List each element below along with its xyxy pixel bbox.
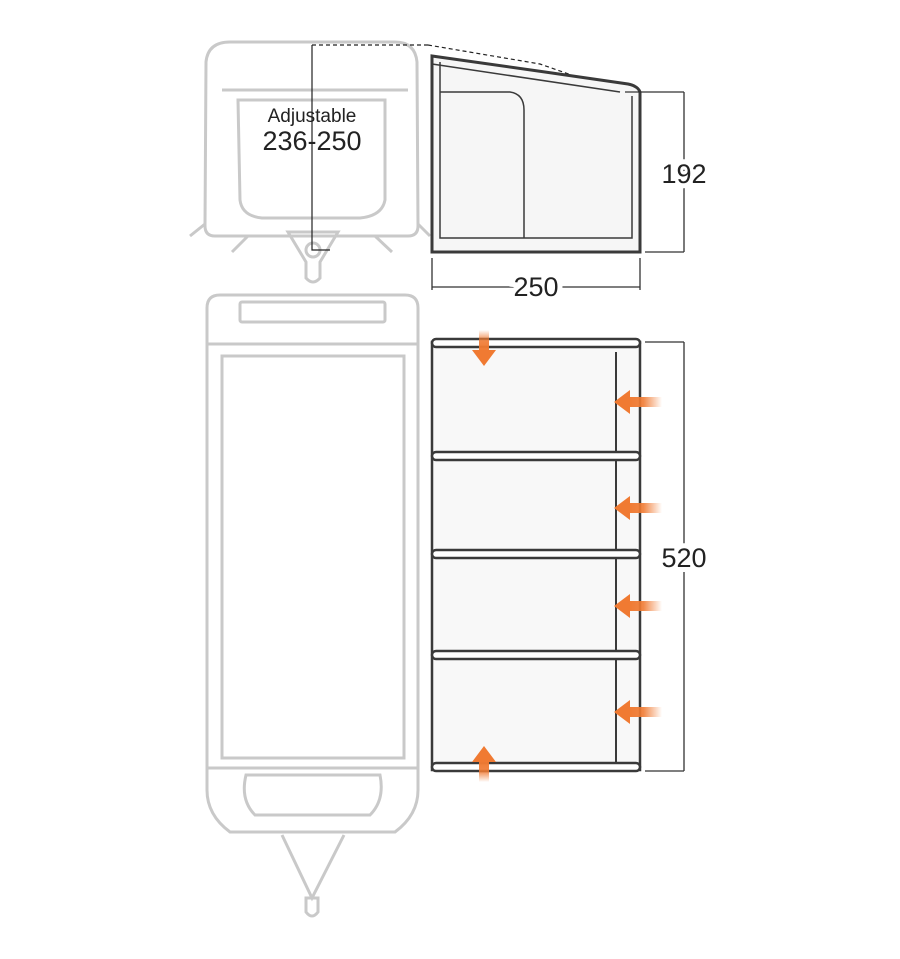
awning-frame-beam [430,649,642,661]
awning-frame-beam [430,337,642,349]
arrow-icon [614,700,662,724]
width-dimension-line [431,258,641,290]
awning-frame-beam [430,761,642,773]
awning-frame-beam [430,450,642,462]
arrow-icon [614,390,662,414]
height-dimension-label: 192 [661,159,706,189]
height-dimension-line [625,91,685,253]
adjustable-label: Adjustable [268,106,357,127]
arrow-icon [472,746,496,782]
arrow-icon [614,594,662,618]
caravan-plan-view [205,293,420,918]
awning-side-profile [430,54,642,254]
caravan-front-view [189,40,432,284]
awning-floor-plan [430,337,642,773]
awning-frame-beam [430,548,642,560]
width-dimension-label: 250 [513,272,558,302]
airflow-arrows [472,330,662,782]
length-dimension-line [645,341,685,772]
adjustable-range-label: 236-250 [262,126,361,156]
length-dimension-label: 520 [661,543,706,573]
arrow-icon [614,496,662,520]
arrow-icon [472,330,496,366]
